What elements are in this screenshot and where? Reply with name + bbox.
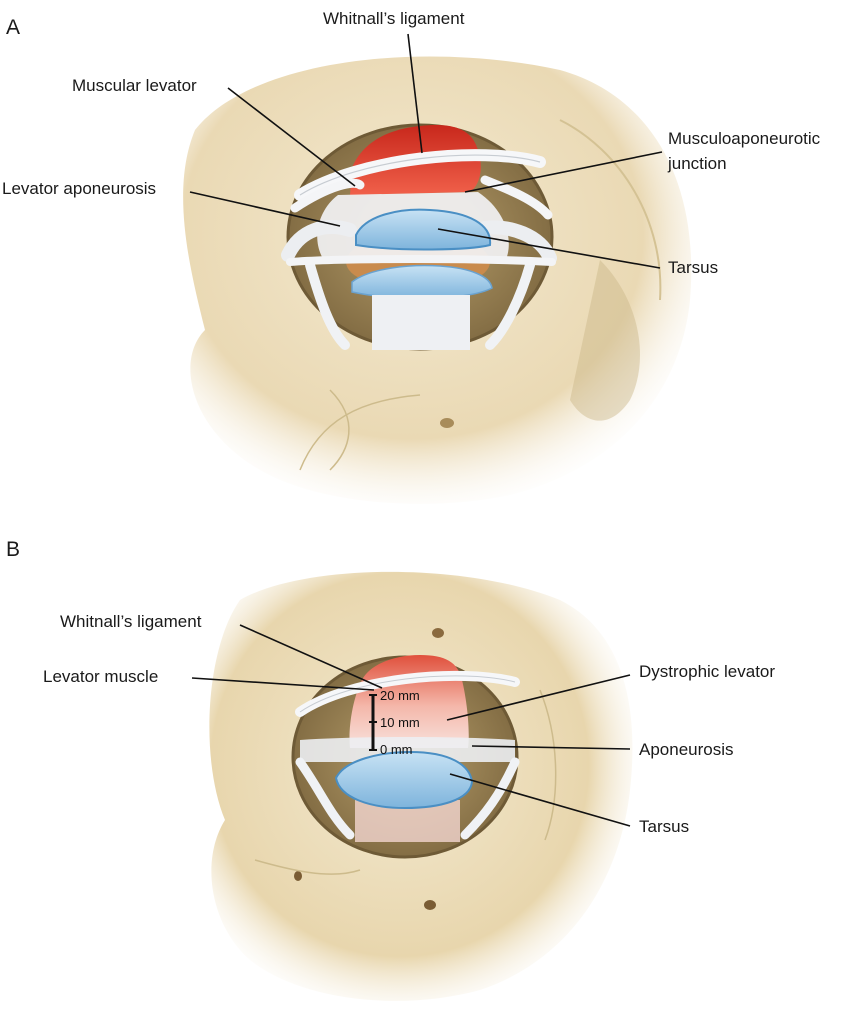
label-a-muscular-levator: Muscular levator <box>72 76 197 95</box>
tarsus-b <box>334 750 474 810</box>
leader-b-dystrophic <box>446 674 631 721</box>
label-a-musculoaponeurotic-line2: junction <box>667 154 727 173</box>
leader-a-musculoaponeurotic <box>464 151 663 193</box>
supraorbital-notch <box>432 628 444 638</box>
panel-a-letter: A <box>6 16 20 39</box>
leader-a-levator-aponeurosis <box>189 191 341 227</box>
label-b-tarsus: Tarsus <box>639 817 689 836</box>
label-b-aponeurosis: Aponeurosis <box>639 740 734 759</box>
label-a-tarsus: Tarsus <box>668 258 718 277</box>
lower-lid-retractors <box>372 295 470 350</box>
label-a-whitnalls-ligament: Whitnall’s ligament <box>323 9 465 28</box>
foramen-small <box>294 871 302 881</box>
scale-0mm: 0 mm <box>380 742 413 757</box>
label-a-levator-aponeurosis: Levator aponeurosis <box>2 179 156 198</box>
scale-20mm: 20 mm <box>380 688 420 703</box>
leader-a-tarsus <box>437 228 661 269</box>
panel-b: B <box>6 538 775 1001</box>
panel-a: A <box>2 9 821 504</box>
leader-a-muscular-levator <box>227 87 356 187</box>
panel-a-illustration <box>183 56 692 504</box>
leader-b-aponeurosis <box>471 745 631 750</box>
leader-a-whitnall <box>407 33 423 154</box>
panel-b-letter: B <box>6 538 20 561</box>
label-b-dystrophic-levator: Dystrophic levator <box>639 662 775 681</box>
leader-b-tarsus <box>449 773 631 827</box>
aponeurosis-b <box>300 737 515 762</box>
label-b-whitnalls-ligament: Whitnall’s ligament <box>60 612 202 631</box>
infraorbital-foramen-b <box>424 900 436 910</box>
infraorbital-foramen <box>440 418 454 428</box>
leader-b-whitnall <box>239 624 383 689</box>
leader-b-levator-muscle <box>191 677 375 691</box>
scale-10mm: 10 mm <box>380 715 420 730</box>
label-a-musculoaponeurotic-line1: Musculoaponeurotic <box>668 129 821 148</box>
label-b-levator-muscle: Levator muscle <box>43 667 158 686</box>
tarsus <box>355 208 492 251</box>
panel-b-illustration: 20 mm 10 mm 0 mm <box>209 571 633 1001</box>
